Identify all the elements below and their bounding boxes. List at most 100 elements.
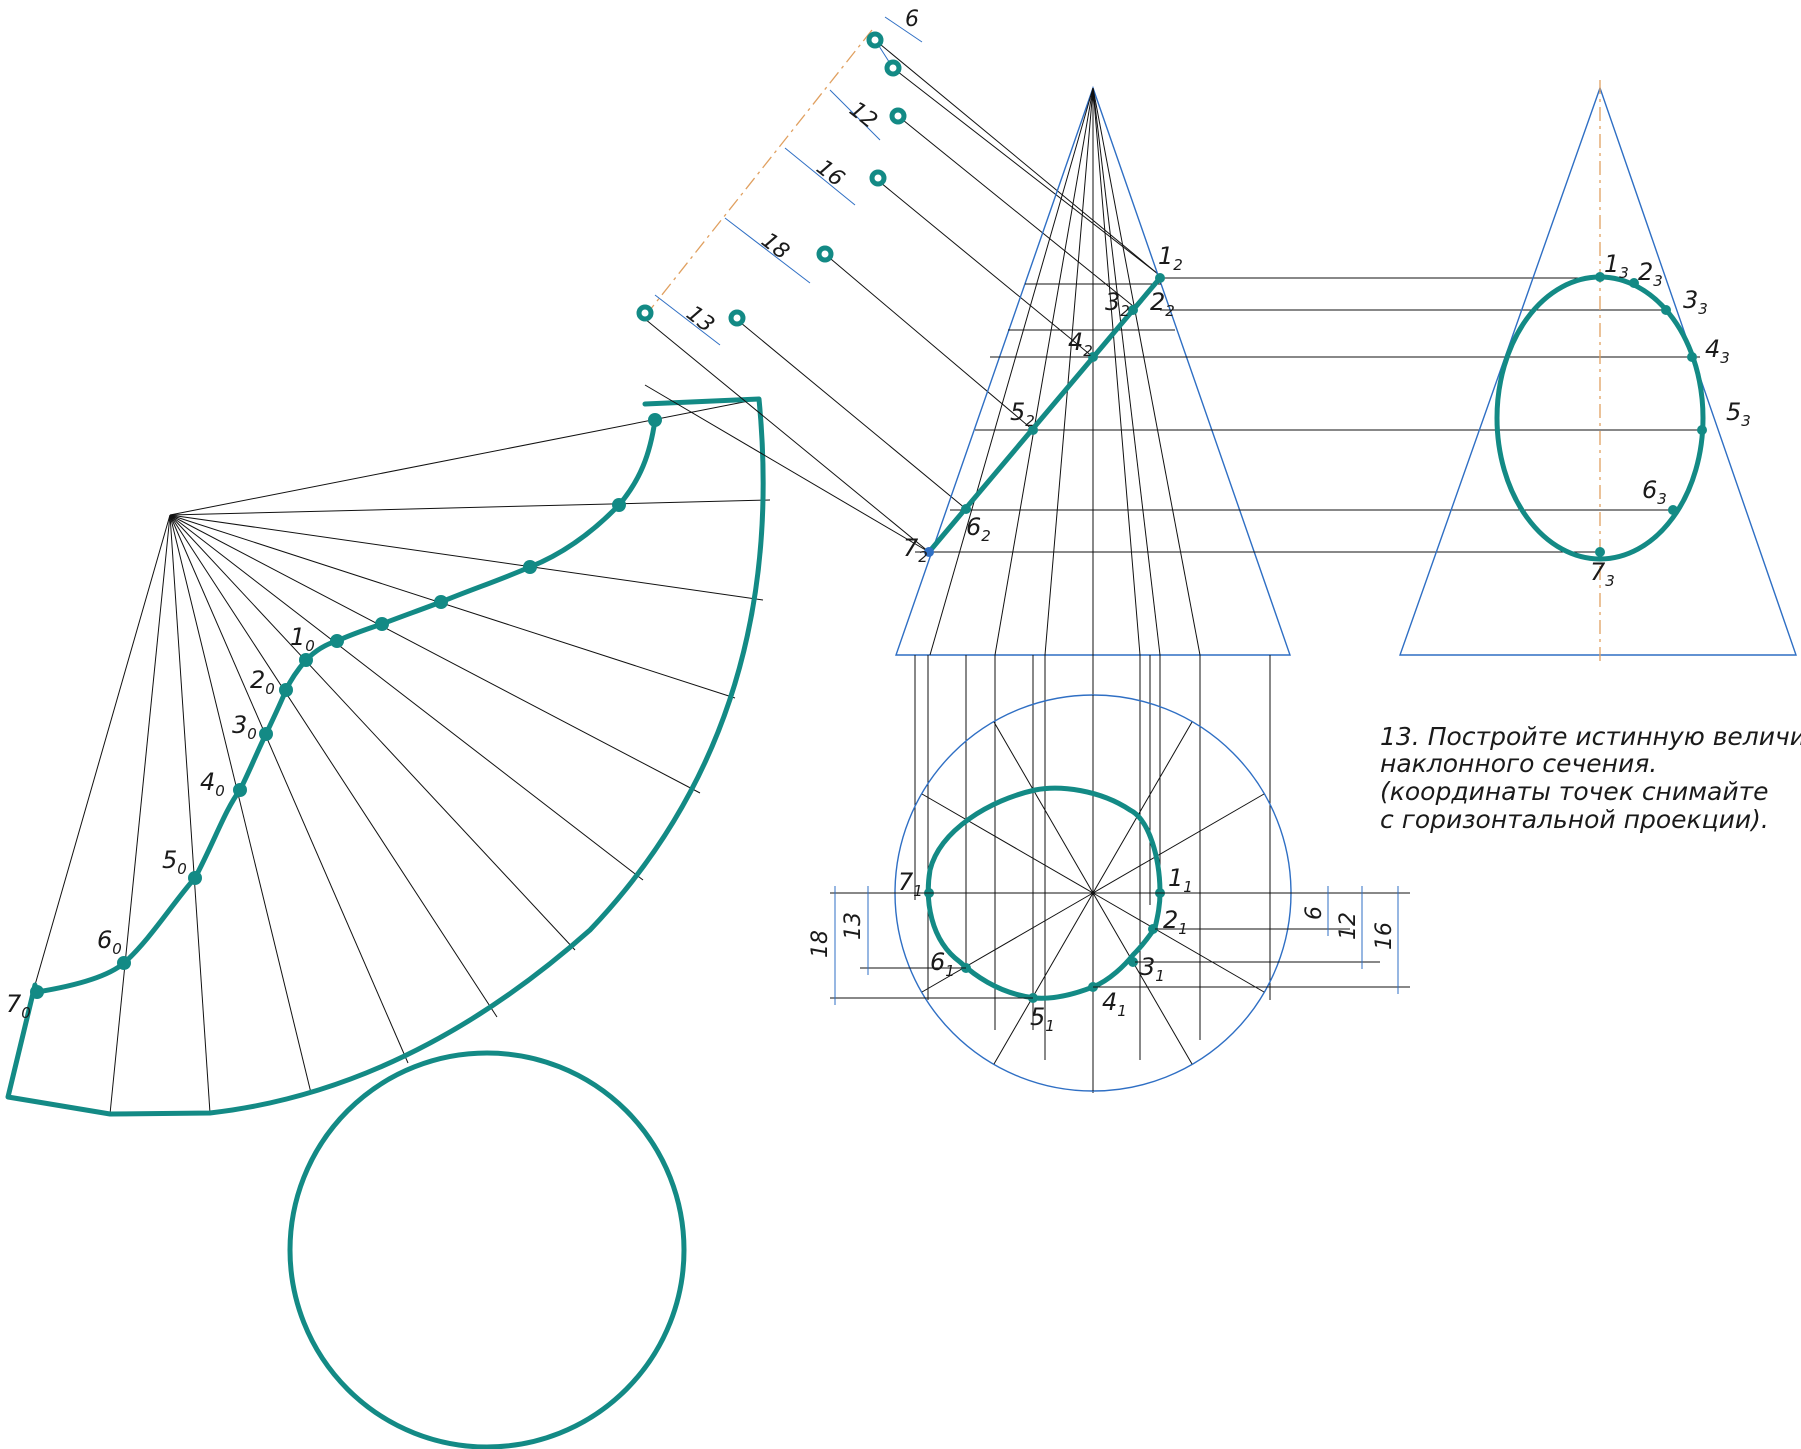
transfer-line [892, 67, 1159, 275]
point [884, 59, 902, 77]
point [1629, 278, 1639, 288]
radial-line [993, 892, 1094, 1065]
point-label: 60 [97, 926, 122, 958]
point-label: 20 [250, 666, 275, 698]
plan-section-curve [925, 785, 1163, 1001]
radial-line [921, 892, 1094, 993]
transfer-line [874, 177, 1094, 358]
point [375, 617, 389, 631]
radial-line [1092, 892, 1193, 1065]
frontal-labels: 12 22 32 42 52 62 72 [903, 242, 1183, 566]
point-label: 70 [6, 990, 31, 1022]
point-label: 12 [1158, 242, 1183, 274]
generator [169, 514, 409, 1064]
construction-line [994, 87, 1094, 656]
point-label: 11 [1168, 864, 1193, 896]
dimension-line [884, 16, 923, 43]
dimension-line [724, 217, 811, 284]
profile-labels: 13 23 33 43 53 63 73 [1590, 250, 1751, 590]
point-label: 23 [1638, 258, 1663, 290]
dimension-value: 13 [841, 912, 866, 940]
generator [169, 514, 701, 794]
task-line: наклонного сечения. [1380, 749, 1657, 778]
dimension-value: 6 [905, 7, 919, 32]
point [636, 304, 654, 322]
development-labels: 10 20 30 40 50 60 70 [6, 623, 315, 1022]
point-label: 72 [903, 534, 928, 566]
point [1697, 425, 1707, 435]
point [233, 783, 247, 797]
dimension-value: 6 [1302, 906, 1327, 920]
point [1128, 305, 1138, 315]
point [1155, 273, 1165, 283]
construction-line [1092, 87, 1141, 656]
frontal-construction [914, 87, 1700, 1093]
dimension-value: 13 [681, 301, 718, 338]
point [816, 245, 834, 263]
generator [169, 514, 312, 1094]
generator [169, 514, 736, 699]
point-label: 31 [1140, 953, 1165, 985]
construction-line [1044, 87, 1094, 656]
point-label: 51 [1030, 1003, 1055, 1035]
point [1128, 957, 1138, 967]
horizontal-projection: 18 13 6 12 16 11 21 31 41 51 61 71 [808, 694, 1410, 1092]
plan-labels: 11 21 31 41 51 61 71 [898, 864, 1193, 1035]
generator [169, 514, 764, 601]
transfer-line [644, 384, 930, 553]
generator [169, 398, 760, 516]
point [728, 309, 746, 327]
point-label: 33 [1683, 286, 1708, 318]
point-label: 62 [966, 513, 991, 545]
point [279, 683, 293, 697]
point [1661, 305, 1671, 315]
point [1595, 547, 1605, 557]
radial-line [1092, 793, 1265, 894]
generator [169, 514, 498, 1018]
point-label: 43 [1705, 335, 1730, 367]
dimension-value: 16 [811, 155, 848, 192]
point-label: 71 [898, 868, 923, 900]
point-label: 21 [1163, 906, 1188, 938]
frontal-points [924, 273, 1165, 557]
point [961, 504, 971, 514]
point [330, 634, 344, 648]
point [1148, 924, 1158, 934]
generator [169, 514, 211, 1114]
construction-line [929, 87, 1094, 656]
radial-line [921, 793, 1094, 894]
transfer-line [874, 39, 1159, 275]
development: 10 20 30 40 50 60 70 [5, 396, 771, 1449]
point [299, 653, 313, 667]
point [866, 31, 884, 49]
point [1028, 425, 1038, 435]
dimension-value: 12 [1336, 912, 1361, 940]
point [30, 985, 44, 999]
dimension-line [784, 147, 856, 206]
generator [169, 514, 576, 951]
dimension-line [829, 89, 881, 141]
point [117, 956, 131, 970]
task-line: (координаты точек снимайте [1380, 777, 1769, 806]
profile-projection: 13 23 33 43 53 63 73 [1399, 80, 1797, 665]
dimension-value: 18 [756, 228, 793, 265]
point-label: 13 [1604, 250, 1629, 282]
frontal-projection: 12 22 32 42 52 62 72 [895, 85, 1700, 1093]
generator [169, 514, 644, 881]
point [434, 595, 448, 609]
point [1687, 352, 1697, 362]
development-generators [34, 398, 771, 1115]
radial-line [1092, 721, 1193, 894]
point [612, 498, 626, 512]
point-label: 61 [930, 948, 955, 980]
point-label: 63 [1642, 476, 1667, 508]
development-section-curve [34, 417, 658, 995]
profile-points [1595, 272, 1707, 557]
construction-line [1092, 87, 1161, 656]
dimension-value: 18 [808, 930, 833, 958]
true-size-construction: 6 12 16 18 13 [636, 7, 1159, 553]
generator [109, 514, 171, 1115]
point-label: 40 [200, 768, 225, 800]
point-label: 10 [290, 623, 315, 655]
point [869, 169, 887, 187]
